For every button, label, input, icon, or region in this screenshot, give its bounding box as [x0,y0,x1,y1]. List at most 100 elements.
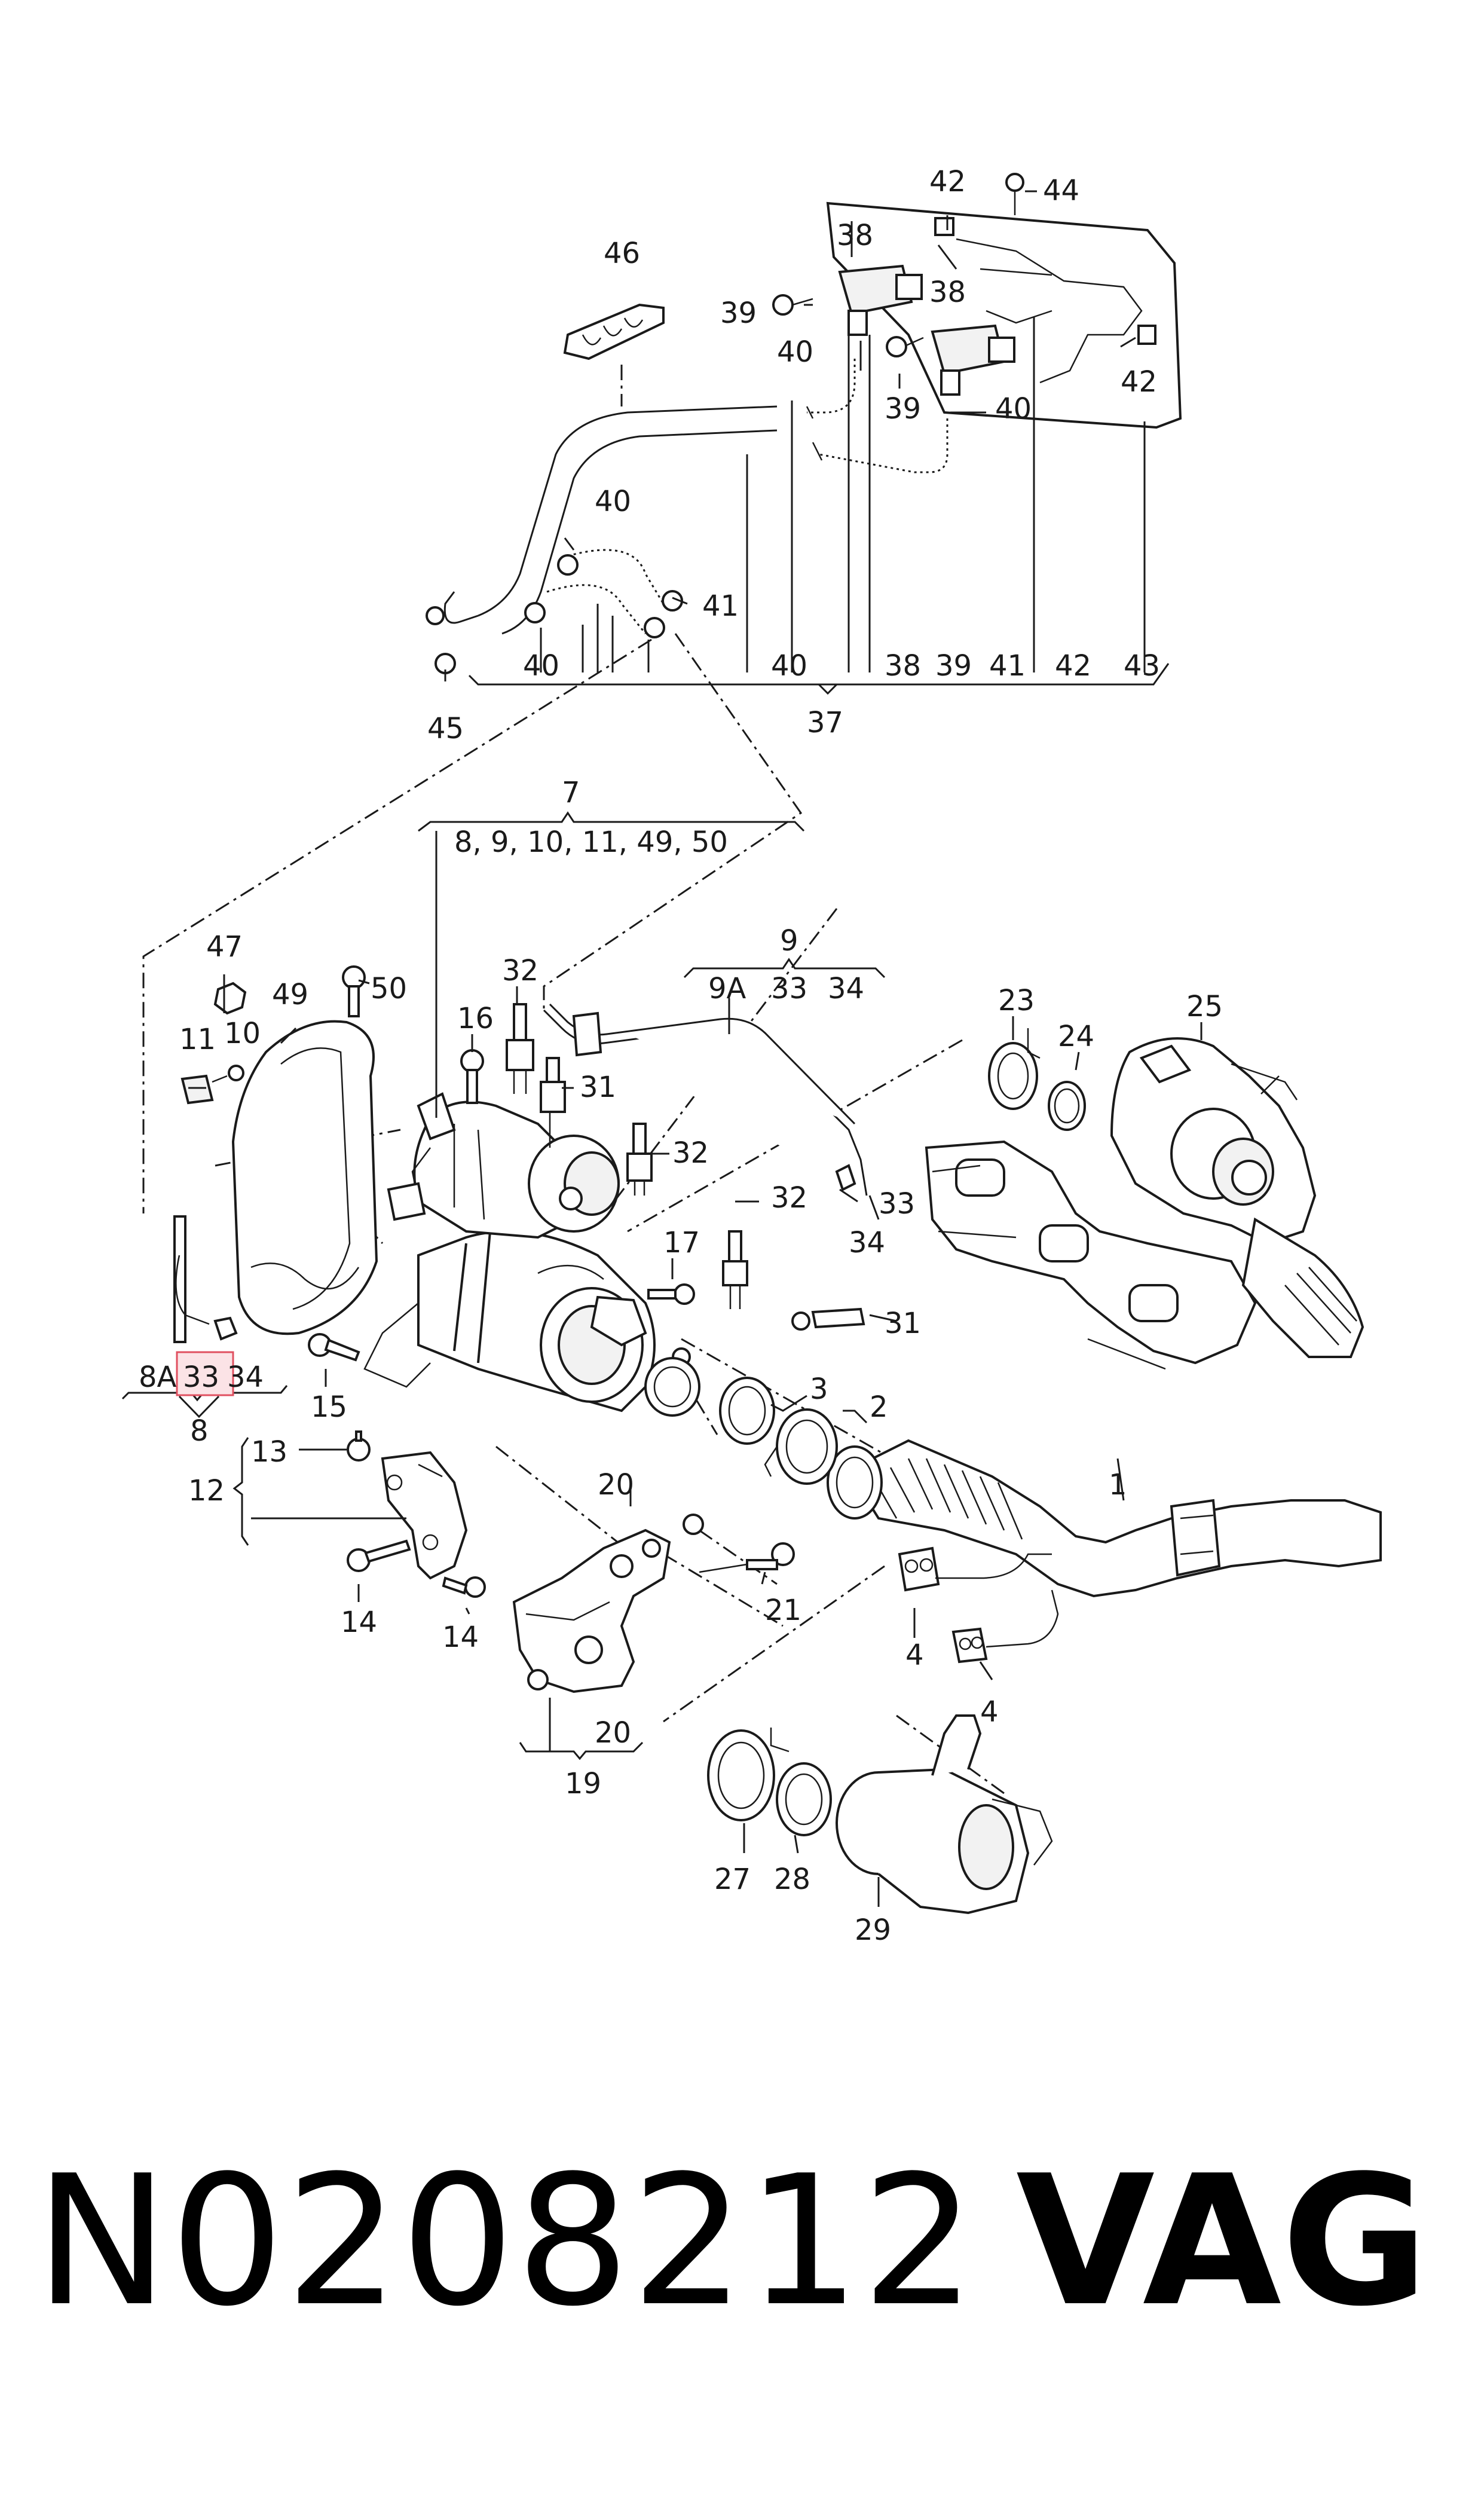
bolt-17 [647,1283,695,1305]
callout-17: 17 [663,1226,700,1259]
clamp-2 [764,1408,838,1485]
callout-34: 34 [849,1226,885,1259]
bracket-12 [381,1451,468,1580]
callout-3: 3 [810,1372,828,1406]
ring-24 [1048,1081,1086,1131]
callout-37-38: 38 [885,649,921,683]
bolt-13 [347,1430,371,1462]
callout-12: 12 [188,1474,225,1508]
callout-40b: 40 [995,392,1032,426]
part-11 [180,1074,214,1105]
callout-37-40a: 40 [523,649,559,683]
exhaust-manifold [925,1140,1257,1370]
callout-24: 24 [1058,1020,1094,1053]
callout-42a: 42 [929,165,966,198]
gasket-ring [644,1357,700,1417]
group-8-bracket [121,1385,288,1402]
callout-8-34: 34 [227,1361,264,1394]
callout-labels: 1 2 3 4 4 7 8, 9, 10, 11, 49, 50 8 8A 33… [139,165,1223,1947]
callout-41: 41 [702,589,739,623]
callout-1: 1 [1109,1468,1127,1502]
turbocharger-housing [387,1092,620,1239]
bolt-16 [460,1049,484,1104]
hanger-4a [898,1546,1052,1592]
callout-32b: 32 [672,1136,709,1170]
callout-9-34: 34 [828,972,864,1005]
sensor-32b [626,1123,653,1196]
callout-8-33: 33 [183,1361,219,1394]
bolt-14b [442,1576,486,1598]
highlight-box-33 [176,1351,234,1396]
callout-15: 15 [311,1390,347,1424]
sensor-32a [506,1003,534,1094]
callout-38a: 38 [837,219,873,252]
callout-11: 11 [179,1023,216,1056]
callout-50: 50 [371,972,407,1005]
clamp-27 [707,1728,790,1821]
callout-2: 2 [870,1390,888,1424]
ring-3 [719,1377,775,1445]
callout-20a: 20 [598,1468,634,1502]
sensor-31a [540,1057,566,1148]
sensor-32c [722,1230,748,1309]
callout-47: 47 [206,930,243,964]
heat-shield [231,1020,378,1335]
bracket-19 [512,1528,671,1693]
callout-25: 25 [1186,990,1223,1023]
bolts-top [772,173,1024,357]
callout-13: 13 [251,1435,287,1469]
sensor-31b [791,1307,865,1331]
pressure-sensor-lower [931,324,1015,396]
callout-4a: 4 [905,1638,924,1672]
callout-40c: 40 [595,485,631,518]
callout-38b: 38 [929,276,966,309]
bracket-8 [173,1215,238,1343]
callout-16: 16 [457,1002,494,1035]
bolt-10 [212,1065,244,1083]
elbow-29 [836,1714,1053,1915]
callout-31a: 31 [580,1071,616,1104]
callout-39b: 39 [885,392,921,426]
callout-40a: 40 [777,335,813,369]
group-7-bracket [418,811,805,1118]
group-12-bracket [232,1437,406,1546]
callout-10: 10 [224,1017,261,1050]
callout-29: 29 [855,1913,891,1947]
callout-37-39: 39 [935,649,972,683]
callout-37-42: 42 [1055,649,1091,683]
exhaust-front-pipe [827,1439,1382,1598]
hanger-4b [951,1589,1059,1664]
callout-33: 33 [879,1187,915,1221]
callout-21: 21 [765,1594,801,1627]
callout-7-sub: 8, 9, 10, 11, 49, 50 [454,826,728,859]
bolt-15 [308,1333,360,1362]
group-19-bracket [519,1698,644,1760]
callout-46: 46 [604,237,640,270]
callout-37-43: 43 [1124,649,1160,683]
callout-14b: 14 [442,1621,479,1654]
turbocharger [1110,1037,1364,1358]
callout-28: 28 [774,1863,810,1896]
callout-44: 44 [1043,174,1079,207]
bolt-14a [347,1539,411,1572]
callout-19: 19 [565,1767,601,1800]
callout-37-41: 41 [989,649,1026,683]
callout-31b: 31 [885,1307,921,1340]
tube-group-lower [426,549,683,674]
callout-49: 49 [272,978,308,1011]
part-number: N0208212 [35,2137,977,2346]
nut-47 [213,982,247,1015]
callout-42b: 42 [1121,365,1157,399]
callout-20b: 20 [595,1716,631,1750]
callout-32c: 32 [771,1181,807,1215]
bolt-21 [699,1542,795,1573]
callout-14a: 14 [341,1606,377,1639]
bolt-50 [342,965,366,1017]
callout-8: 8 [190,1414,209,1448]
callout-45: 45 [427,712,464,745]
callout-32a: 32 [502,954,538,988]
callout-7: 7 [562,776,580,809]
sensor-hoses [478,359,948,635]
pressure-sensor-upper [838,264,923,336]
callout-27: 27 [714,1863,751,1896]
